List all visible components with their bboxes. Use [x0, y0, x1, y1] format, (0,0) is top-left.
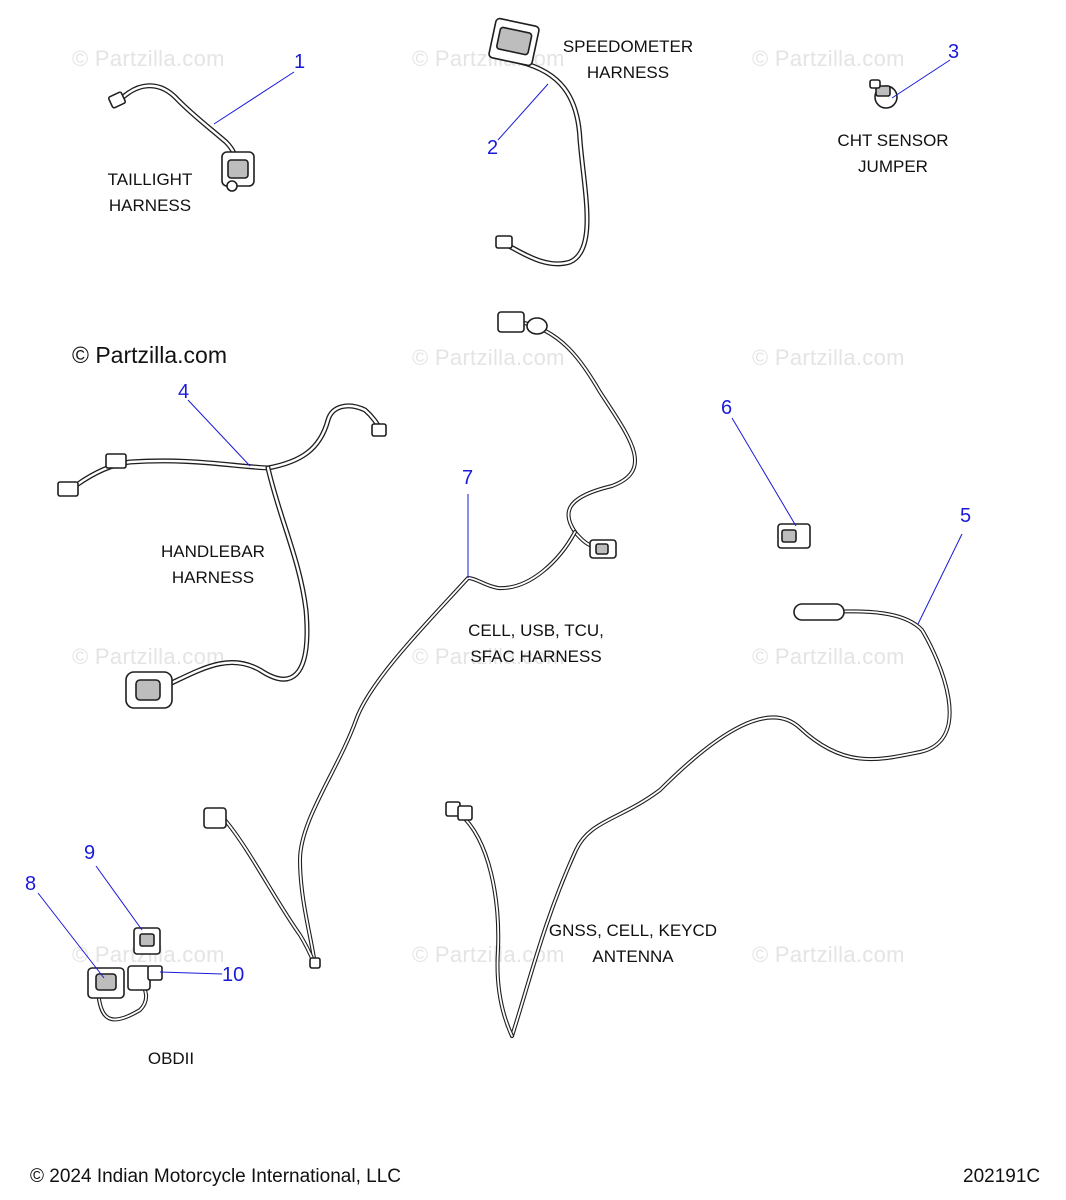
watermark: © Partzilla.com — [752, 345, 905, 370]
label-line: HARNESS — [171, 568, 255, 587]
callout-leaders — [37, 59, 963, 979]
callout-4[interactable]: 4 — [178, 381, 190, 403]
cht-sensor-jumper-label: CHT SENSOR JUMPER — [828, 128, 958, 180]
footer-copyright: © 2024 Indian Motorcycle International, … — [30, 1166, 401, 1187]
label-line: GNSS, CELL, KEYCD — [548, 921, 718, 940]
callout-9[interactable]: 9 — [84, 842, 96, 864]
callout-7[interactable]: 7 — [462, 467, 474, 489]
watermark: © Partzilla.com — [72, 46, 225, 71]
label-line: TAILLIGHT — [107, 170, 193, 189]
cell-usb-tcu-harness — [203, 311, 637, 969]
callout-2[interactable]: 2 — [487, 137, 499, 159]
diagram-id: 202191C — [963, 1166, 1041, 1187]
label-line: HANDLEBAR — [161, 542, 265, 561]
watermark: © Partzilla.com — [72, 644, 225, 669]
speedometer-harness — [488, 17, 590, 267]
taillight-harness-label: TAILLIGHT HARNESS — [90, 167, 210, 219]
callout-6[interactable]: 6 — [721, 397, 733, 419]
label-line: HARNESS — [108, 196, 192, 215]
handlebar-harness — [57, 403, 387, 709]
label-line: CELL, USB, TCU, — [468, 621, 604, 640]
label-line: CHT SENSOR — [837, 131, 949, 150]
partzilla-copyright: © Partzilla.com — [72, 342, 227, 368]
callout-8[interactable]: 8 — [25, 873, 37, 895]
cht-sensor-jumper — [869, 79, 898, 109]
taillight-harness — [107, 83, 255, 192]
gnss-antenna — [445, 603, 952, 1038]
speedometer-harness-label: SPEEDOMETER HARNESS — [558, 34, 698, 86]
obdii-label: OBDII — [136, 1046, 206, 1072]
cell-usb-tcu-harness-label: CELL, USB, TCU, SFAC HARNESS — [460, 618, 612, 670]
watermark: © Partzilla.com — [752, 644, 905, 669]
watermark: © Partzilla.com — [412, 644, 565, 669]
watermark: © Partzilla.com — [752, 46, 905, 71]
gnss-antenna-label: GNSS, CELL, KEYCD ANTENNA — [533, 918, 733, 970]
callout-3[interactable]: 3 — [948, 41, 960, 63]
label-line: HARNESS — [586, 63, 670, 82]
label-line: ANTENNA — [592, 947, 674, 966]
clip-part — [777, 523, 811, 549]
watermark: © Partzilla.com — [752, 942, 905, 967]
label-line: SPEEDOMETER — [562, 37, 694, 56]
obdii-assembly — [87, 927, 163, 1022]
callout-1[interactable]: 1 — [294, 51, 306, 73]
label-line: SFAC HARNESS — [470, 647, 602, 666]
label-line: JUMPER — [858, 157, 928, 176]
handlebar-harness-label: HANDLEBAR HARNESS — [143, 539, 283, 591]
watermark: © Partzilla.com — [412, 345, 565, 370]
callout-5[interactable]: 5 — [960, 505, 972, 527]
label-line: OBDII — [147, 1049, 195, 1068]
callout-10[interactable]: 10 — [222, 964, 245, 986]
